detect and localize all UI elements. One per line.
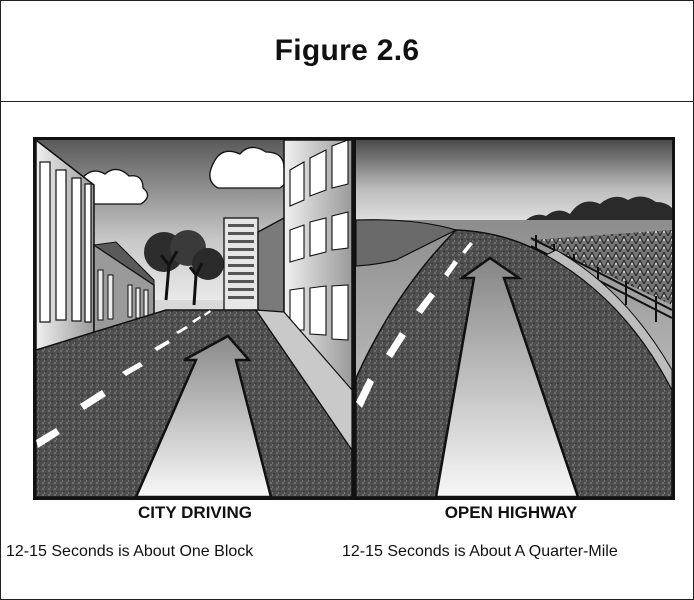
figure-header: Figure 2.6 [0, 0, 694, 102]
crop-field [531, 230, 672, 305]
open-highway-illustration [353, 137, 675, 500]
cloud [209, 146, 289, 189]
city-driving-caption: CITY DRIVING [138, 503, 252, 522]
trees [144, 230, 224, 306]
open-highway-subcaption: 12-15 Seconds is About A Quarter-Mile [342, 543, 618, 560]
figure-title: Figure 2.6 [274, 33, 420, 67]
center-line [356, 242, 473, 408]
city-driving-subcaption: 12-15 Seconds is About One Block [6, 543, 254, 560]
direction-arrow [134, 334, 273, 497]
city-driving-illustration [33, 137, 355, 500]
center-line [36, 310, 211, 448]
direction-arrow [434, 256, 580, 497]
open-highway-caption: OPEN HIGHWAY [444, 503, 578, 522]
